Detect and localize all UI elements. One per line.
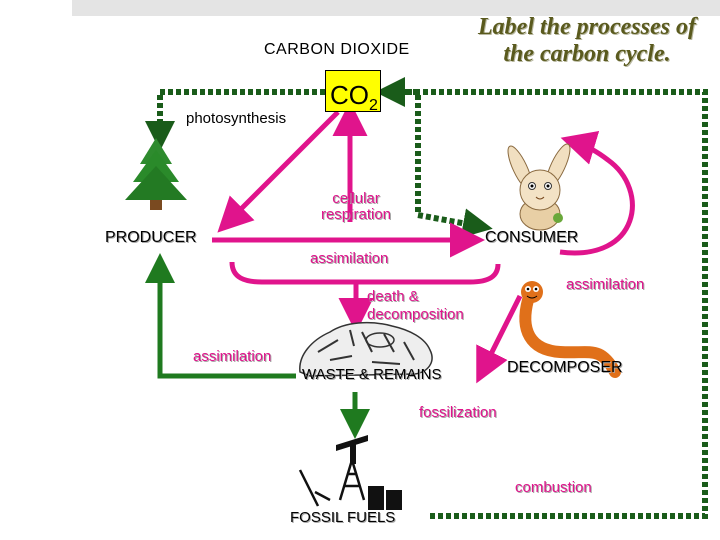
co2-box: CO2 [325, 70, 381, 115]
tree-icon [125, 138, 187, 210]
cellular-respiration-label: cellular respiration [312, 191, 400, 223]
top-bar [72, 0, 720, 16]
combustion-label: combustion [515, 479, 592, 496]
decomposer-label: DECOMPOSER [507, 359, 623, 376]
title-line-1: Label the processes of [478, 14, 696, 40]
rabbit-icon [507, 143, 571, 231]
combustion-arrow [375, 77, 708, 519]
title-line-2: the carbon cycle. [503, 41, 671, 67]
remains-icon [299, 321, 433, 377]
fossil-fuels-label: FOSSIL FUELS [290, 509, 396, 526]
death-decomposition-label: death & decomposition [367, 288, 464, 324]
co2-subscript: 2 [369, 97, 378, 115]
carbon-dioxide-label: CARBON DIOXIDE [264, 41, 410, 58]
decomposer-arrow [476, 294, 523, 384]
cellular-respiration-line-2: respiration [320, 206, 392, 223]
photosynthesis-label: photosynthesis [186, 110, 287, 127]
respiration-arrow-producer [217, 110, 340, 233]
page-title: Label the processes of the carbon cycle. [462, 14, 712, 68]
consumer-label: CONSUMER [485, 229, 579, 246]
cellular-respiration-line-1: cellular [332, 190, 380, 207]
producer-label: PRODUCER [105, 229, 197, 246]
assimilation-return-arrow [145, 253, 296, 379]
waste-remains-label: WASTE & REMAINS [302, 366, 442, 383]
oil-rig-icon [298, 435, 402, 510]
fossilization-label: fossilization [419, 404, 497, 421]
assimilation-center-label: assimilation [310, 250, 389, 267]
worm-icon [519, 281, 621, 378]
photosynthesis-arrow [145, 89, 325, 151]
death-line-1: death & [367, 288, 419, 305]
consumer-loop-arrow [559, 130, 635, 256]
assimilation-right-label: assimilation [566, 276, 645, 293]
death-line-2: decomposition [367, 306, 464, 323]
assimilation-left-label: assimilation [193, 348, 272, 365]
co2-text: CO [330, 80, 369, 110]
death-bracket [229, 261, 501, 285]
